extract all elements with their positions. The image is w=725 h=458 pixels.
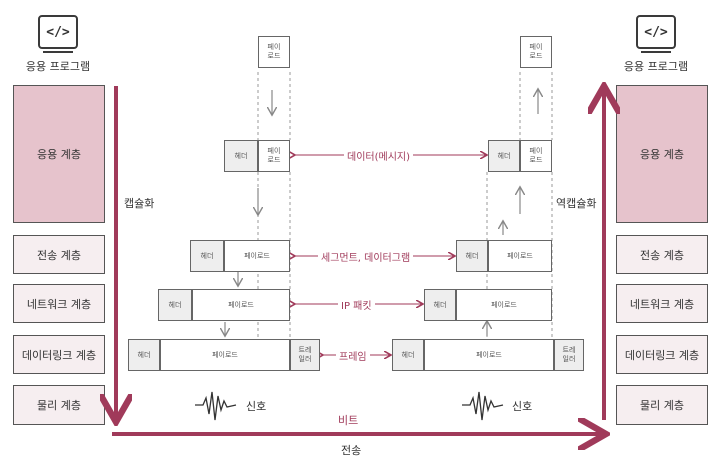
right-packet-payload: 페이로드 — [488, 240, 552, 272]
left-layer-network: 네트워크 계층 — [13, 284, 105, 323]
left-layer-datalink: 데이터링크 계층 — [13, 335, 105, 374]
right-layer-physical: 물리 계층 — [616, 385, 708, 425]
left-bits-trailer: 트레 일러 — [290, 339, 320, 371]
right-small-arrows — [487, 90, 538, 336]
left-app-label: 응용 프로그램 — [25, 60, 91, 73]
bits-label: 비트 — [335, 412, 362, 428]
left-signal-label: 신호 — [246, 400, 267, 413]
left-packet-header: 헤더 — [190, 240, 224, 272]
right-signal-wave — [462, 391, 504, 421]
right-frame-payload: 페이로드 — [456, 289, 552, 321]
unit-label-packet: IP 패킷 — [338, 297, 375, 312]
right-signal-label: 신호 — [512, 400, 533, 413]
right-layer-transport: 전송 계층 — [616, 235, 708, 274]
unit-label-frame: 프레임 — [336, 348, 370, 363]
right-app-label: 응용 프로그램 — [623, 60, 689, 73]
left-packet-payload: 페이로드 — [224, 240, 290, 272]
right-app-icon: </> — [636, 15, 676, 53]
unit-label-segment: 세그먼트, 데이터그램 — [318, 249, 414, 264]
left-frame-payload: 페이로드 — [192, 289, 290, 321]
right-layer-datalink: 데이터링크 계층 — [616, 335, 708, 374]
encapsulation-label: 캡슐화 — [124, 197, 155, 210]
left-segment-header: 헤더 — [224, 140, 258, 172]
left-segment-payload: 페이 로드 — [258, 140, 290, 172]
unit-label-data: 데이터(메시지) — [344, 148, 414, 163]
right-layer-application: 응용 계층 — [616, 85, 708, 223]
right-bits-header: 헤더 — [392, 339, 424, 371]
left-layer-transport: 전송 계층 — [13, 235, 105, 274]
left-data-payload: 페이 로드 — [258, 36, 290, 68]
right-data-payload: 페이 로드 — [520, 36, 552, 68]
right-layer-network: 네트워크 계층 — [616, 284, 708, 323]
left-signal-wave — [195, 391, 237, 421]
left-bits-payload: 페이로드 — [160, 339, 290, 371]
left-frame-header: 헤더 — [158, 289, 192, 321]
right-bits-trailer: 트레 일러 — [554, 339, 584, 371]
right-frame-header: 헤더 — [424, 289, 456, 321]
left-layer-physical: 물리 계층 — [13, 385, 105, 425]
left-bits-header: 헤더 — [128, 339, 160, 371]
right-segment-header: 헤더 — [488, 140, 520, 172]
right-bits-payload: 페이로드 — [424, 339, 554, 371]
transmission-label: 전송 — [341, 444, 362, 457]
left-small-arrows — [225, 90, 272, 335]
right-segment-payload: 페이 로드 — [520, 140, 552, 172]
left-app-icon: </> — [38, 15, 78, 53]
left-layer-application: 응용 계층 — [13, 85, 105, 223]
decapsulation-label: 역캡슐화 — [556, 197, 597, 210]
right-packet-header: 헤더 — [456, 240, 488, 272]
